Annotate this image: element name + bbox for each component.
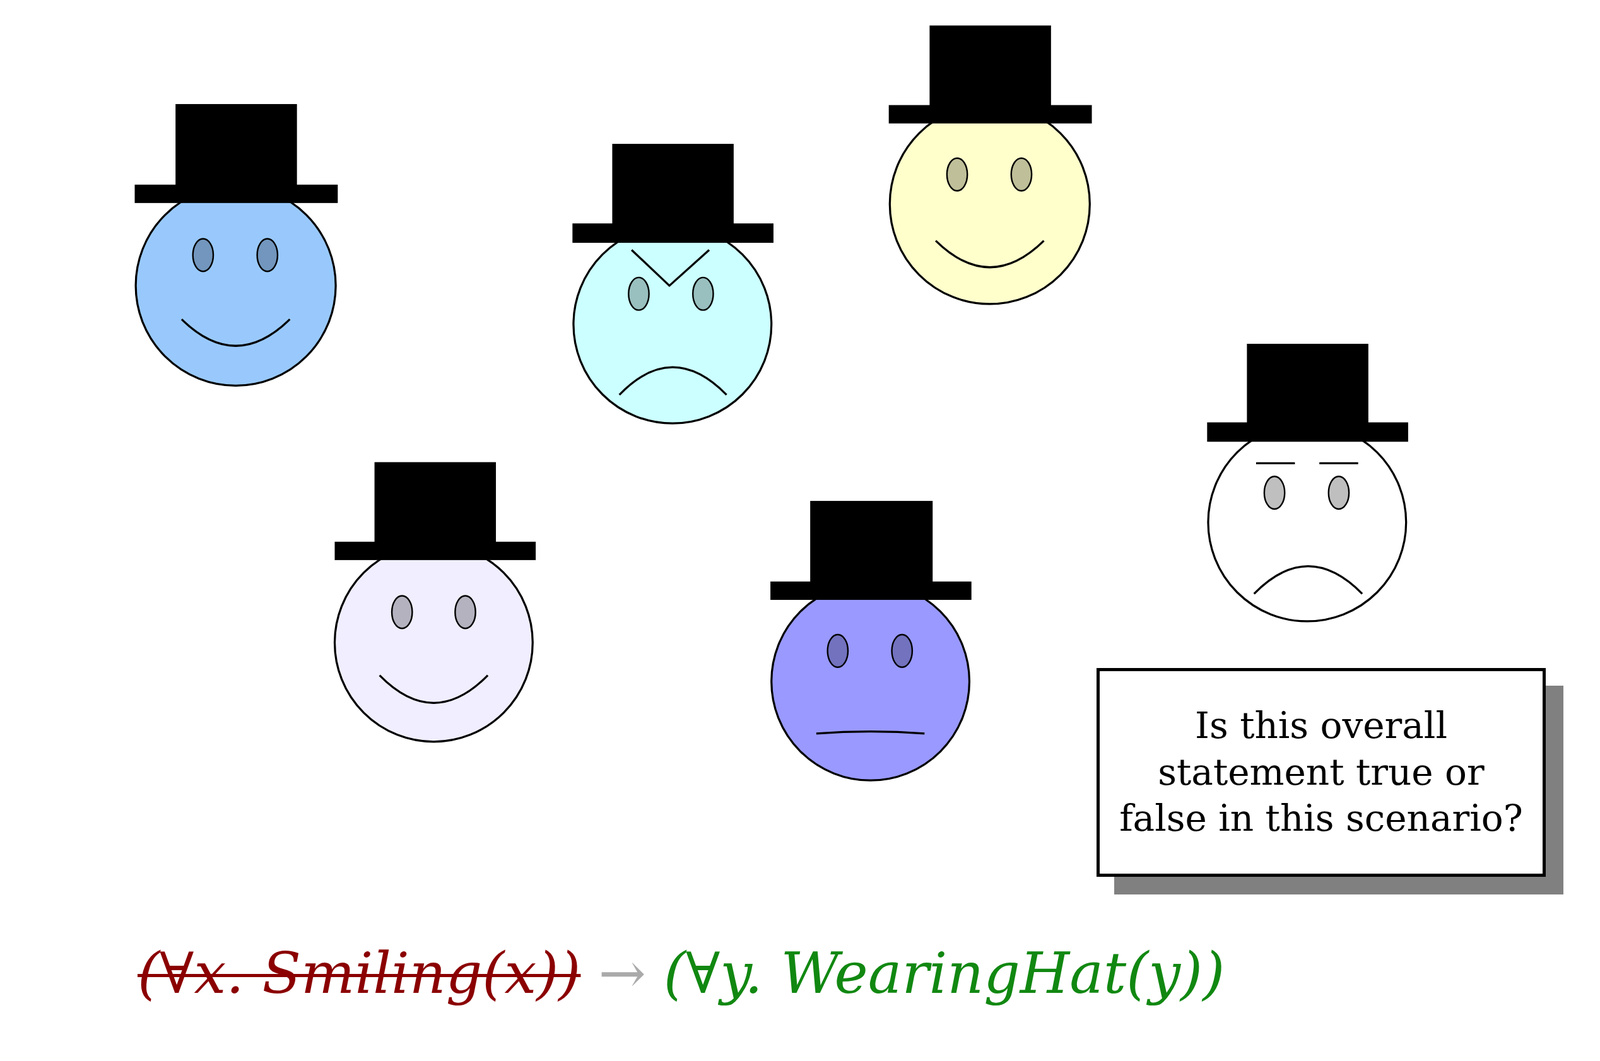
question-text: Is this overall statement true or false … [1117,702,1525,843]
implication-arrow: → [598,940,646,1007]
negated-antecedent: (∀x. Smiling(x)) [137,940,581,1007]
question-box: Is this overall statement true or false … [1096,668,1546,877]
formula: (∀x. Smiling(x)) → (∀y. WearingHat(y)) [137,940,1225,1007]
consequent: (∀y. WearingHat(y)) [663,940,1226,1007]
